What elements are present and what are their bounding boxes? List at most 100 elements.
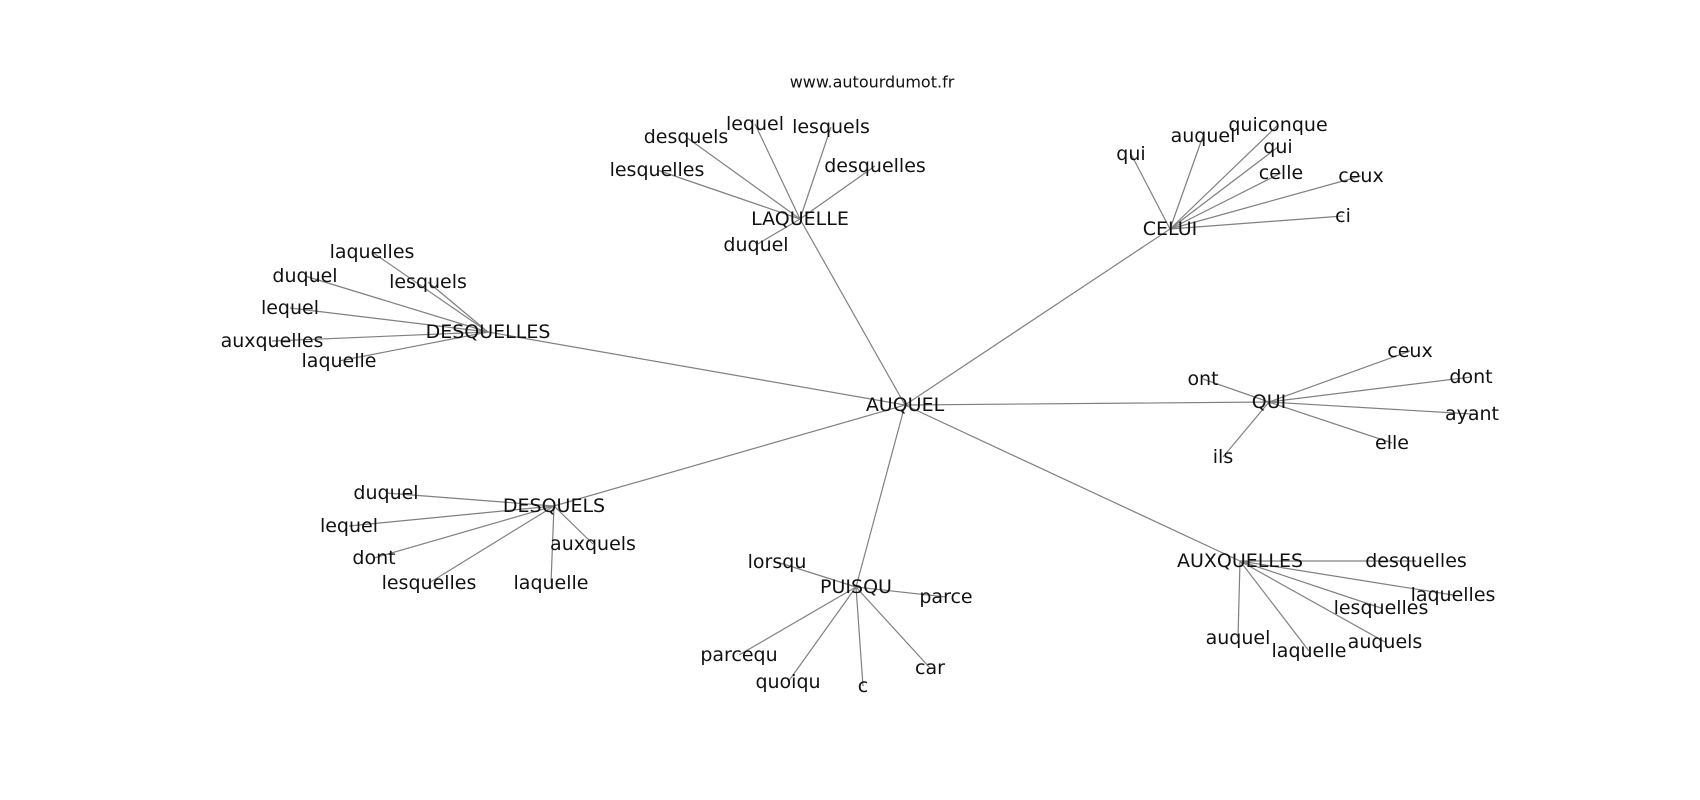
leaf-node-puisqu-2[interactable]: parcequ: [700, 644, 777, 666]
leaf-node-puisqu-1[interactable]: parce: [919, 586, 972, 608]
edge-qui-5: [1222, 401, 1270, 458]
edge-laquelle-3: [799, 165, 876, 220]
root-node-label[interactable]: AUQUEL: [866, 394, 945, 416]
site-watermark: www.autourdumot.fr: [790, 73, 955, 92]
hub-node-auxquelles[interactable]: AUXQUELLES: [1177, 550, 1303, 572]
leaf-node-laquelle-2[interactable]: lesquels: [792, 116, 870, 138]
graph-edges: [271, 123, 1473, 687]
leaf-node-qui-0[interactable]: ceux: [1387, 340, 1432, 362]
leaf-node-laquelle-3[interactable]: desquelles: [824, 155, 926, 177]
edge-laquelle-5: [755, 218, 801, 246]
leaf-node-qui-5[interactable]: ils: [1213, 446, 1233, 468]
leaf-node-laquelle-5[interactable]: duquel: [723, 234, 788, 256]
leaf-node-auxquelles-5[interactable]: auquels: [1348, 631, 1423, 653]
leaf-node-celui-3[interactable]: qui: [1263, 136, 1292, 158]
leaf-node-auxquelles-0[interactable]: desquelles: [1365, 550, 1467, 572]
leaf-node-desquelles-5[interactable]: laquelle: [302, 350, 377, 372]
edge-desquelles-4: [271, 331, 489, 342]
leaf-node-celui-4[interactable]: celle: [1259, 162, 1303, 184]
leaf-node-qui-3[interactable]: ayant: [1445, 403, 1499, 425]
edge-auxquelles-5: [1239, 560, 1386, 643]
edge-auxquelles-1: [1239, 560, 1454, 596]
leaf-node-desquels-2[interactable]: auxquels: [550, 533, 636, 555]
leaf-node-celui-2[interactable]: quiconque: [1228, 114, 1327, 136]
leaf-node-celui-1[interactable]: auquel: [1171, 125, 1236, 147]
leaf-node-desquels-1[interactable]: lequel: [320, 515, 378, 537]
hub-node-celui[interactable]: CELUI: [1143, 218, 1197, 240]
edge-puisqu-0: [776, 561, 857, 588]
leaf-node-auxquelles-1[interactable]: laquelles: [1411, 584, 1496, 606]
leaf-node-desquelles-3[interactable]: lequel: [261, 297, 319, 319]
leaf-node-puisqu-4[interactable]: c: [858, 675, 868, 697]
edge-desquels-5: [550, 505, 555, 584]
edge-auxquelles-4: [1239, 560, 1310, 652]
hub-node-desquels[interactable]: DESQUELS: [503, 495, 605, 517]
edge-laquelle-0: [685, 136, 801, 220]
leaf-node-desquels-3[interactable]: dont: [352, 547, 395, 569]
edge-qui-1: [1202, 378, 1270, 403]
leaf-node-desquels-4[interactable]: lesquelles: [382, 572, 477, 594]
edge-laquelle-4: [656, 169, 801, 220]
leaf-node-laquelle-0[interactable]: desquels: [644, 126, 729, 148]
edge-desquelles-3: [289, 307, 489, 333]
edge-celui-5: [1169, 175, 1362, 230]
leaf-node-laquelle-1[interactable]: lequel: [726, 113, 784, 135]
edge-auxquelles-3: [1237, 560, 1241, 639]
edge-celui-1: [1169, 135, 1204, 230]
leaf-node-laquelle-4[interactable]: lesquelles: [610, 159, 705, 181]
hub-node-desquelles[interactable]: DESQUELLES: [426, 321, 551, 343]
leaf-node-puisqu-5[interactable]: car: [915, 657, 945, 679]
leaf-node-desquelles-4[interactable]: auxquelles: [221, 330, 324, 352]
leaf-node-auxquelles-4[interactable]: laquelle: [1272, 640, 1347, 662]
hub-node-qui[interactable]: QUI: [1252, 391, 1286, 413]
leaf-node-desquelles-0[interactable]: laquelles: [330, 241, 415, 263]
edge-puisqu-1: [855, 586, 947, 598]
hub-node-laquelle[interactable]: LAQUELLE: [751, 208, 849, 230]
edge-desquels-4: [428, 505, 555, 584]
leaf-node-desquels-5[interactable]: laquelle: [514, 572, 589, 594]
edge-qui-2: [1268, 376, 1472, 403]
edge-laquelle-2: [799, 126, 832, 220]
leaf-node-qui-2[interactable]: dont: [1449, 366, 1492, 388]
edge-auxquelles-2: [1239, 560, 1382, 609]
leaf-node-puisqu-0[interactable]: lorsqu: [748, 551, 807, 573]
edge-root-auxquelles: [904, 404, 1241, 562]
leaf-node-qui-1[interactable]: ont: [1187, 368, 1218, 390]
edge-qui-3: [1268, 401, 1473, 415]
edge-desquelles-2: [427, 281, 489, 333]
edge-desquels-2: [553, 505, 594, 545]
edge-desquelles-1: [304, 275, 489, 333]
edge-puisqu-2: [738, 586, 857, 656]
edge-root-desquels: [553, 404, 906, 507]
leaf-node-puisqu-3[interactable]: quoiqu: [755, 671, 820, 693]
leaf-node-desquels-0[interactable]: duquel: [353, 482, 418, 504]
edge-puisqu-3: [787, 586, 857, 683]
leaf-node-desquelles-2[interactable]: lesquels: [389, 271, 467, 293]
edge-celui-2: [1169, 124, 1279, 230]
edge-desquels-0: [385, 492, 555, 507]
edge-celui-3: [1169, 146, 1279, 230]
edge-root-puisqu: [855, 404, 906, 588]
edge-qui-0: [1268, 350, 1411, 403]
hub-node-puisqu[interactable]: PUISQU: [820, 576, 892, 598]
edge-desquelles-5: [338, 331, 489, 362]
edge-puisqu-4: [855, 586, 864, 687]
leaf-node-desquelles-1[interactable]: duquel: [272, 265, 337, 287]
leaf-node-celui-0[interactable]: qui: [1116, 143, 1145, 165]
leaf-node-celui-6[interactable]: ci: [1335, 205, 1351, 227]
edge-root-celui: [904, 228, 1171, 406]
edge-celui-0: [1130, 153, 1171, 230]
leaf-node-auxquelles-3[interactable]: auquel: [1206, 627, 1271, 649]
edge-laquelle-1: [754, 123, 801, 220]
leaf-node-qui-4[interactable]: elle: [1375, 432, 1409, 454]
edge-root-qui: [904, 401, 1270, 406]
edge-root-laquelle: [799, 218, 906, 406]
edge-celui-4: [1169, 172, 1282, 230]
edge-desquelles-0: [371, 251, 489, 333]
edge-root-desquelles: [487, 331, 906, 406]
edge-celui-6: [1169, 215, 1344, 230]
leaf-node-celui-5[interactable]: ceux: [1338, 165, 1383, 187]
leaf-node-auxquelles-2[interactable]: lesquelles: [1334, 597, 1429, 619]
